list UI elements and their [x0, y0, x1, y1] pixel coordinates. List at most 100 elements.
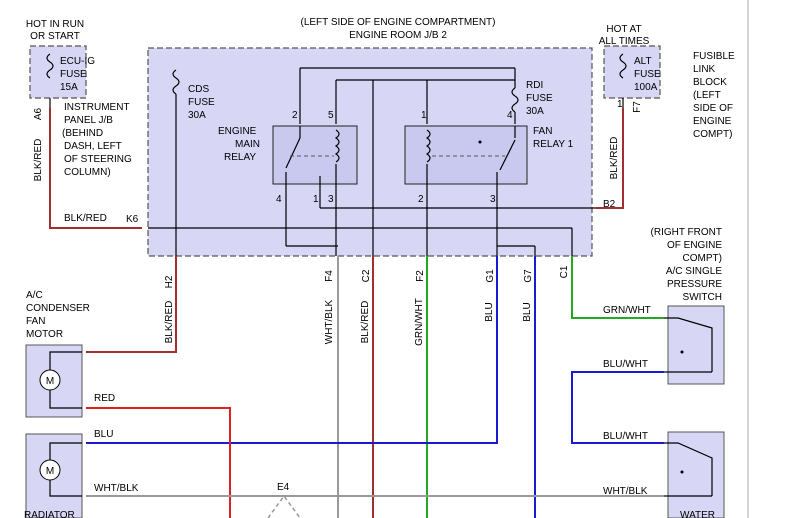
ecu-ig-fuse-rating: 15A [60, 82, 78, 93]
engine-main-relay-label-3: RELAY [224, 152, 256, 163]
jb2-title: ENGINE ROOM J/B 2 [349, 30, 447, 41]
svg-text:SIDE OF: SIDE OF [693, 103, 733, 114]
pin-g1: G1 [485, 269, 496, 283]
water-switch-label: WATER [680, 510, 715, 518]
ac-pressure-switch [667, 305, 725, 385]
engine-main-relay-label-2: MAIN [235, 139, 260, 150]
wire-label-blkred-c2: BLK/RED [360, 301, 371, 344]
instrument-panel-label-2: PANEL J/B [64, 115, 113, 126]
ground-splice-e4 [267, 494, 301, 518]
engine-main-relay-label: ENGINE [218, 126, 257, 137]
r1-pin-1: 1 [313, 194, 319, 205]
wire-h2-blkred [86, 256, 177, 353]
wire-label-blkred-b2: BLK/RED [609, 137, 620, 180]
or-start-label: OR START [30, 31, 80, 42]
fan-relay-label: FAN [533, 126, 552, 137]
wire-red [86, 407, 231, 518]
instrument-panel-label: INSTRUMENT [64, 102, 130, 113]
svg-text:BLOCK: BLOCK [693, 77, 727, 88]
wire-label-whtblk-f4: WHT/BLK [324, 299, 335, 344]
r1-pin-5: 5 [328, 110, 334, 121]
svg-text:OF ENGINE: OF ENGINE [667, 240, 722, 251]
r2-pin-2: 2 [418, 194, 424, 205]
rdi-fuse-word: FUSE [526, 93, 553, 104]
all-times-label: ALL TIMES [599, 36, 650, 47]
pin-h2: H2 [164, 275, 175, 288]
r2-pin-4: 4 [507, 110, 513, 121]
pin-c1: C1 [559, 265, 570, 278]
ac-switch-dot [680, 350, 684, 354]
wire-label-blkred-k6: BLK/RED [64, 213, 107, 224]
wire-label-blkred-h2: BLK/RED [164, 301, 175, 344]
r2-pin-3: 3 [490, 194, 496, 205]
r2-pin-1: 1 [421, 110, 427, 121]
wire-label-red: RED [94, 393, 115, 404]
alt-fuse-box [603, 45, 661, 99]
cds-fuse-word: FUSE [188, 97, 215, 108]
svg-text:SWITCH: SWITCH [683, 292, 722, 303]
pin-b2: B2 [603, 199, 616, 210]
r2-contact-dot [478, 140, 482, 144]
svg-text:FUSIBLE: FUSIBLE [693, 51, 735, 62]
motor-m-label: M [46, 376, 54, 387]
blkred-wire-k6 [49, 108, 142, 229]
pin-k6: K6 [126, 214, 139, 225]
rdi-fuse-icon [511, 87, 519, 113]
r1-pin-2: 2 [292, 110, 298, 121]
wire-label-bluwht-1: BLU/WHT [603, 359, 648, 370]
wire-label-blu: BLU [94, 429, 113, 440]
r1-pin-3: 3 [328, 194, 334, 205]
wire-g1-blu [86, 256, 498, 444]
svg-text:COMPT): COMPT) [683, 253, 722, 264]
pin-c2: C2 [361, 269, 372, 282]
cds-fuse-rating: 30A [188, 110, 206, 121]
svg-text:A/C SINGLE: A/C SINGLE [666, 266, 722, 277]
blkred-wire-b2 [596, 108, 624, 209]
wire-label-blu-g7: BLU [522, 302, 533, 321]
ac-switch-label: (RIGHT FRONT OF ENGINE COMPT) A/C SINGLE… [651, 227, 723, 303]
wire-bluwht-switch-link [571, 371, 664, 444]
alt-fuse-icon [619, 53, 627, 79]
radiator-label: RADIATOR [24, 510, 75, 518]
pin-a6: A6 [33, 107, 44, 120]
ac-condenser-label-4: MOTOR [26, 329, 63, 340]
pin-f7: F7 [632, 101, 643, 113]
pin-e4: E4 [277, 482, 290, 493]
pin-g7: G7 [523, 269, 534, 283]
alt-fuse-rating: 100A [634, 82, 658, 93]
fan-relay-label-2: RELAY 1 [533, 139, 574, 150]
water-switch-contacts [664, 442, 713, 497]
ecu-ig-fuse-box [29, 45, 87, 99]
ecu-ig-fuse-icon [46, 53, 54, 79]
wire-label-grnwht-sw: GRN/WHT [603, 305, 651, 316]
ac-condenser-label-3: FAN [26, 316, 45, 327]
water-switch-dot [680, 470, 684, 474]
svg-text:(LEFT: (LEFT [693, 90, 721, 101]
instrument-panel-label-6: COLUMN) [64, 167, 111, 178]
hot-in-run-label: HOT IN RUN [26, 19, 84, 30]
r1-coil-icon [334, 129, 340, 163]
svg-text:COMPT): COMPT) [693, 129, 732, 140]
svg-text:PRESSURE: PRESSURE [667, 279, 722, 290]
motor-m-label-2: M [46, 466, 54, 477]
wire-label-grnwht-f2: GRN/WHT [414, 298, 425, 346]
water-temp-switch [667, 431, 725, 518]
wire-c1-grnwht [571, 256, 664, 319]
pin-f2: F2 [415, 270, 426, 282]
alt-fuse-label: ALT [634, 56, 652, 67]
pin-1-alt: 1 [617, 99, 623, 110]
alt-fuse-word: FUSE [634, 69, 661, 80]
engine-main-relay [272, 125, 358, 185]
instrument-panel-label-3: (BEHIND [62, 128, 103, 139]
wire-label-whtblk: WHT/BLK [94, 483, 139, 494]
jb2-location-label: (LEFT SIDE OF ENGINE COMPARTMENT) [300, 17, 495, 28]
hot-at-label: HOT AT [606, 24, 641, 35]
instrument-panel-label-5: OF STEERING [64, 154, 132, 165]
rdi-fuse-label: RDI [526, 80, 543, 91]
ecu-ig-fuse-word: FUSE [60, 69, 87, 80]
r1-switch-arm [285, 137, 301, 169]
radiator-motor-leads [49, 442, 82, 497]
pin-f4: F4 [324, 270, 335, 282]
r2-coil-icon [425, 129, 431, 163]
